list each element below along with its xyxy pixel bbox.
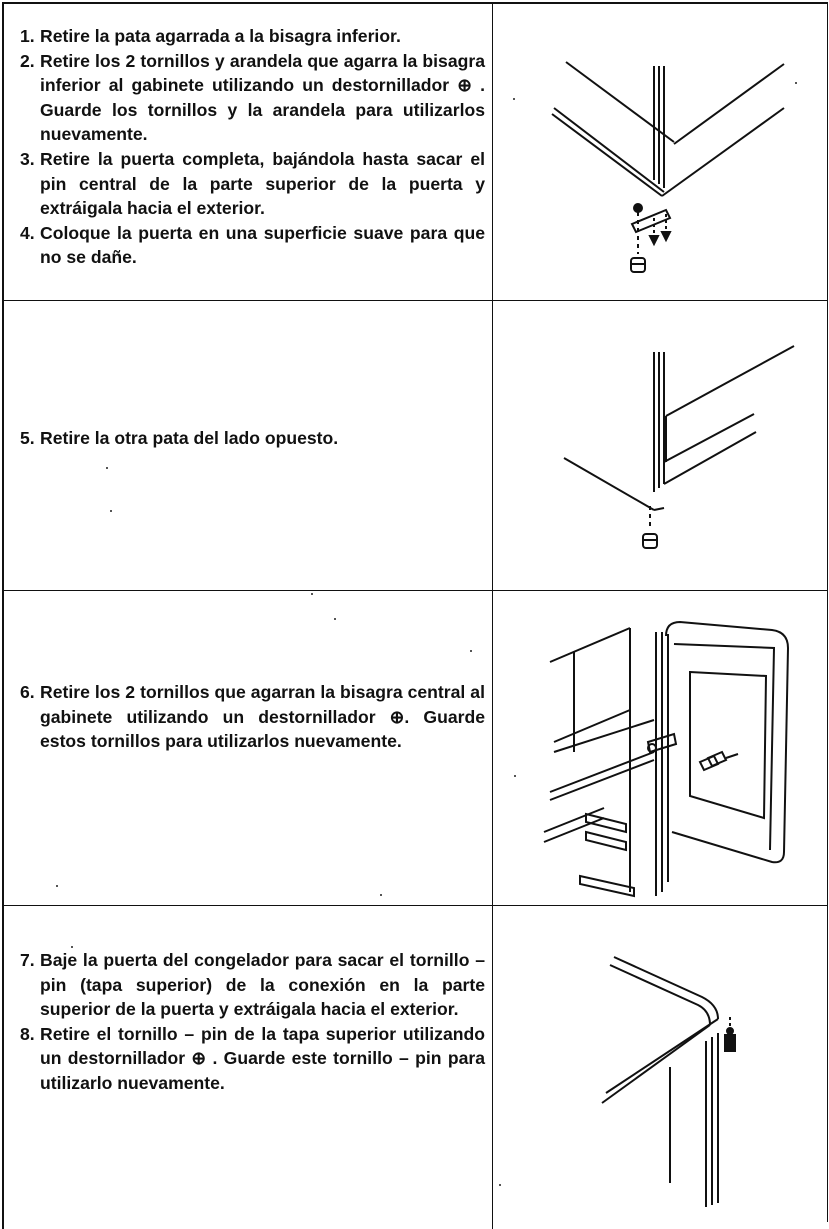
row-4-instructions: 7.Baje la puerta del congelador para sac… [20, 948, 485, 1096]
step-text: Retire los 2 tornillos y arandela que ag… [40, 50, 485, 145]
step-3: 3.Retire la puerta completa, bajándola h… [20, 147, 485, 221]
step-text: Retire la otra pata del lado opuesto. [40, 428, 339, 448]
step-number: 6. [20, 682, 35, 702]
step-text: Coloque la puerta en una superficie suav… [40, 222, 485, 268]
step-2: 2.Retire los 2 tornillos y arandela que … [20, 49, 485, 147]
top-pin-removal-illustration [494, 907, 826, 1227]
scan-speck [106, 467, 108, 469]
step-text: Retire la pata agarrada a la bisagra inf… [40, 26, 401, 46]
step-number: 2. [20, 50, 35, 71]
step-text: Retire la puerta completa, bajándola has… [40, 148, 485, 219]
scan-speck [795, 82, 797, 84]
step-text: Retire los 2 tornillos que agarran la bi… [40, 682, 485, 752]
step-number: 5. [20, 428, 35, 448]
scan-speck [334, 618, 336, 620]
step-number: 3. [20, 148, 35, 169]
scan-speck [380, 894, 382, 896]
scan-speck [311, 593, 313, 595]
step-7: 7.Baje la puerta del congelador para sac… [20, 948, 485, 1022]
row-divider-1 [2, 300, 828, 301]
scan-speck [56, 885, 58, 887]
row-divider-3 [2, 905, 828, 906]
scan-speck [499, 1184, 501, 1186]
center-hinge-removal-illustration [494, 592, 826, 903]
step-number: 8. [20, 1023, 35, 1044]
step-6: 6.Retire los 2 tornillos que agarran la … [20, 680, 485, 754]
row-divider-2 [2, 590, 828, 591]
row-1-instructions: 1.Retire la pata agarrada a la bisagra i… [20, 24, 485, 270]
row-2-instructions: 5.Retire la otra pata del lado opuesto. [20, 426, 485, 451]
step-5: 5.Retire la otra pata del lado opuesto. [20, 426, 485, 451]
step-1: 1.Retire la pata agarrada a la bisagra i… [20, 24, 485, 49]
bottom-hinge-removal-illustration [494, 4, 826, 298]
step-number: 4. [20, 222, 35, 243]
step-number: 7. [20, 950, 35, 970]
table-right-border [827, 2, 828, 1222]
scan-speck [110, 510, 112, 512]
scan-speck [514, 775, 516, 777]
opposite-leg-removal-illustration [494, 302, 826, 588]
scan-speck [470, 650, 472, 652]
step-text: Retire el tornillo – pin de la tapa supe… [40, 1023, 485, 1093]
step-text: Baje la puerta del congelador para sacar… [40, 950, 485, 1020]
row-3-instructions: 6.Retire los 2 tornillos que agarran la … [20, 680, 485, 754]
step-number: 1. [20, 26, 35, 46]
step-4: 4.Coloque la puerta en una superficie su… [20, 221, 485, 270]
step-8: 8.Retire el tornillo – pin de la tapa su… [20, 1022, 485, 1096]
column-divider [492, 2, 493, 1229]
scan-speck [71, 946, 73, 948]
scan-speck [513, 98, 515, 100]
